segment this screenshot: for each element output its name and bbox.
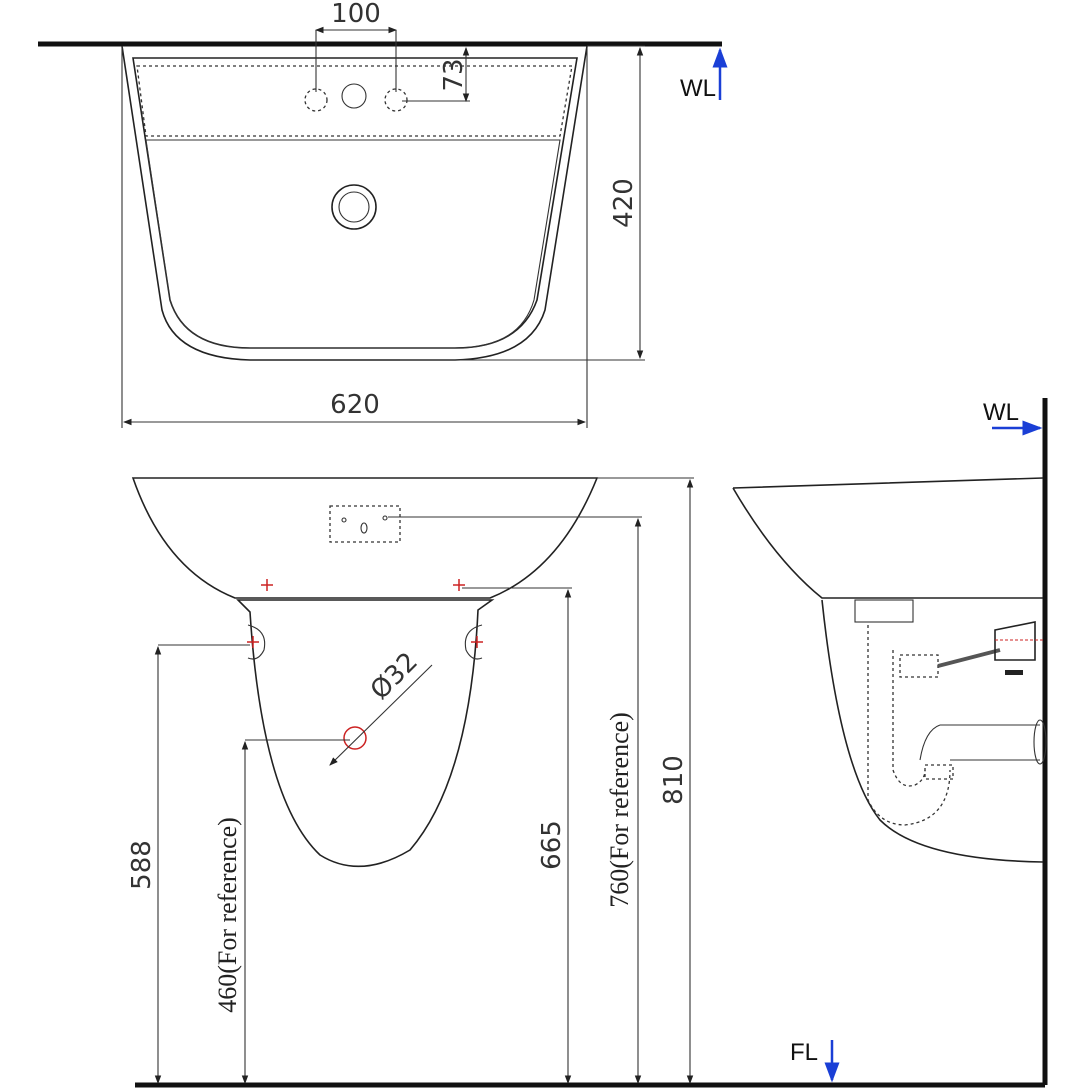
dim-460: 460(For reference) [213, 817, 242, 1013]
side-view: WL FL [732, 398, 1048, 1085]
bowl-outline [145, 139, 561, 349]
angle-valve [994, 621, 1036, 661]
tap-box [329, 505, 401, 543]
tap-hole-right [384, 88, 408, 112]
pedestal-front [236, 599, 495, 868]
hose [937, 648, 1001, 668]
fl-label: FL [790, 1039, 818, 1066]
deck-dashed [136, 65, 573, 137]
dim-760: 760(For reference) [605, 712, 634, 908]
dim-width: 620 [330, 390, 380, 420]
drain-hole [343, 726, 367, 750]
tap-hole-left [304, 88, 328, 112]
wl-label-top: WL [680, 75, 716, 102]
trap-dashed [867, 625, 951, 826]
dim-665: 665 [537, 820, 567, 870]
basin-inner-rim [132, 57, 578, 349]
front-view: Ø32 588 460(For reference) 665 760(For r… [127, 477, 1045, 1088]
tap-hole-center [341, 83, 367, 109]
top-view: 100 73 420 620 WL [38, 0, 728, 428]
dim-810: 810 [659, 755, 689, 805]
basin-front [131, 477, 599, 599]
basin-outline [121, 45, 588, 361]
dim-tap-offset: 73 [439, 58, 469, 91]
mount-markers [247, 579, 483, 648]
drain-body [854, 599, 914, 623]
dim-drain-dia: Ø32 [365, 647, 424, 706]
dim-588: 588 [127, 840, 157, 890]
drain-outer [331, 184, 377, 230]
waste-pipe [919, 724, 1040, 761]
dim-tap-spacing: 100 [331, 0, 381, 29]
dim-depth: 420 [609, 178, 639, 228]
wl-label-side: WL [983, 399, 1019, 426]
basin-side [732, 477, 1044, 599]
pedestal-side [821, 599, 1044, 863]
drain-inner [338, 191, 370, 223]
